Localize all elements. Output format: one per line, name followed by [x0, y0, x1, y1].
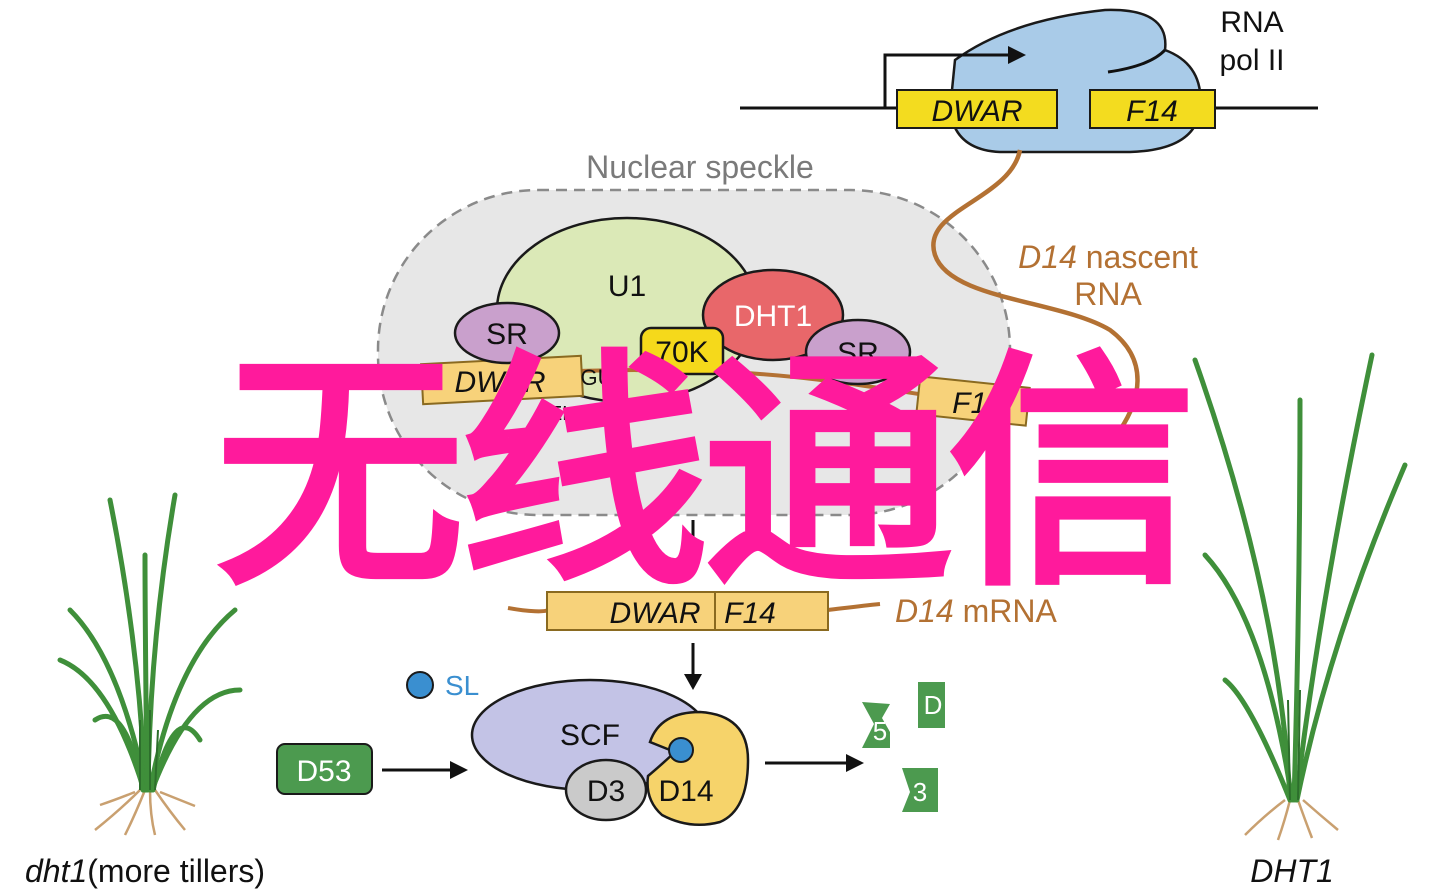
export-arrow: [684, 520, 702, 562]
dht1-protein: [701, 268, 845, 362]
plant-DHT1-illustration: [1192, 352, 1408, 841]
pre-mrna-label-dwar: DWAR: [454, 366, 545, 399]
sr-label-left: SR: [486, 318, 528, 351]
d53-fragment-a: 5: [862, 702, 890, 748]
mrna-box-dwar: [546, 591, 716, 631]
plant-dht1-label: dht1(more tillers): [25, 853, 265, 889]
pre-mrna-gu-label: GU: [581, 365, 614, 390]
d53-fragment-b: 3: [902, 768, 938, 812]
nuclear-speckle-label: Nuclear speckle: [586, 149, 814, 185]
plant-dht1-illustration: [57, 492, 243, 836]
sr-protein-right: [804, 318, 912, 386]
dht1-label: DHT1: [734, 300, 812, 333]
gene-label-f14: F14: [1126, 95, 1178, 128]
u1-label: U1: [608, 270, 646, 303]
transcription-start-arrow: [883, 46, 1026, 108]
d53-protein: [276, 743, 373, 795]
sl-label: SL: [445, 670, 479, 701]
mrna-label: D14 mRNA: [895, 593, 1057, 629]
rna-pol-ii: [948, 8, 1202, 154]
d14-label: D14: [658, 775, 713, 808]
plant-DHT1-label: DHT1: [1250, 853, 1334, 889]
scf-label: SCF: [560, 719, 620, 752]
svg-text:3: 3: [913, 777, 927, 807]
mrna-label-dwar: DWAR: [609, 597, 700, 630]
pre-mrna-label-f14: F14: [952, 387, 1004, 420]
mrna-label-f14: F14: [724, 597, 776, 630]
gene-box-dwar: [896, 89, 1058, 129]
d14-bound-sl: [668, 737, 694, 763]
svg-text:5: 5: [873, 716, 887, 746]
pol-ii-label-line1: RNA: [1220, 6, 1283, 39]
degradation-arrow: [765, 754, 864, 772]
mrna-box-f14: [714, 591, 829, 631]
gene-box-f14: [1089, 89, 1216, 129]
svg-text:D: D: [924, 690, 943, 720]
sl-molecule: [406, 671, 434, 699]
d3-label: D3: [587, 775, 625, 808]
pol-ii-label-line2: pol II: [1219, 44, 1284, 77]
sr-protein-left: [453, 301, 561, 365]
d53-label: D53: [296, 755, 351, 788]
nascent-rna-strand: [931, 149, 1140, 432]
nascent-rna-label-line2: RNA: [1074, 276, 1142, 312]
d3-protein: [564, 758, 648, 822]
d53-to-scf-arrow: [382, 761, 468, 779]
nascent-rna-label-line1: D14 nascent: [1018, 239, 1198, 275]
sr-label-right: SR: [837, 337, 879, 370]
overlay-watermark-text: 无线通信: [215, 329, 1197, 620]
pre-mrna-box-f14: [915, 375, 1031, 427]
gene-label-dwar: DWAR: [931, 95, 1022, 128]
u1-70k-protein: [639, 326, 725, 376]
translation-arrow: [684, 643, 702, 690]
d53-fragment-c: D: [918, 682, 945, 728]
u1-70k-label: 70K: [655, 336, 708, 369]
pre-mrna-fragment-label: ELSC: [549, 403, 601, 425]
